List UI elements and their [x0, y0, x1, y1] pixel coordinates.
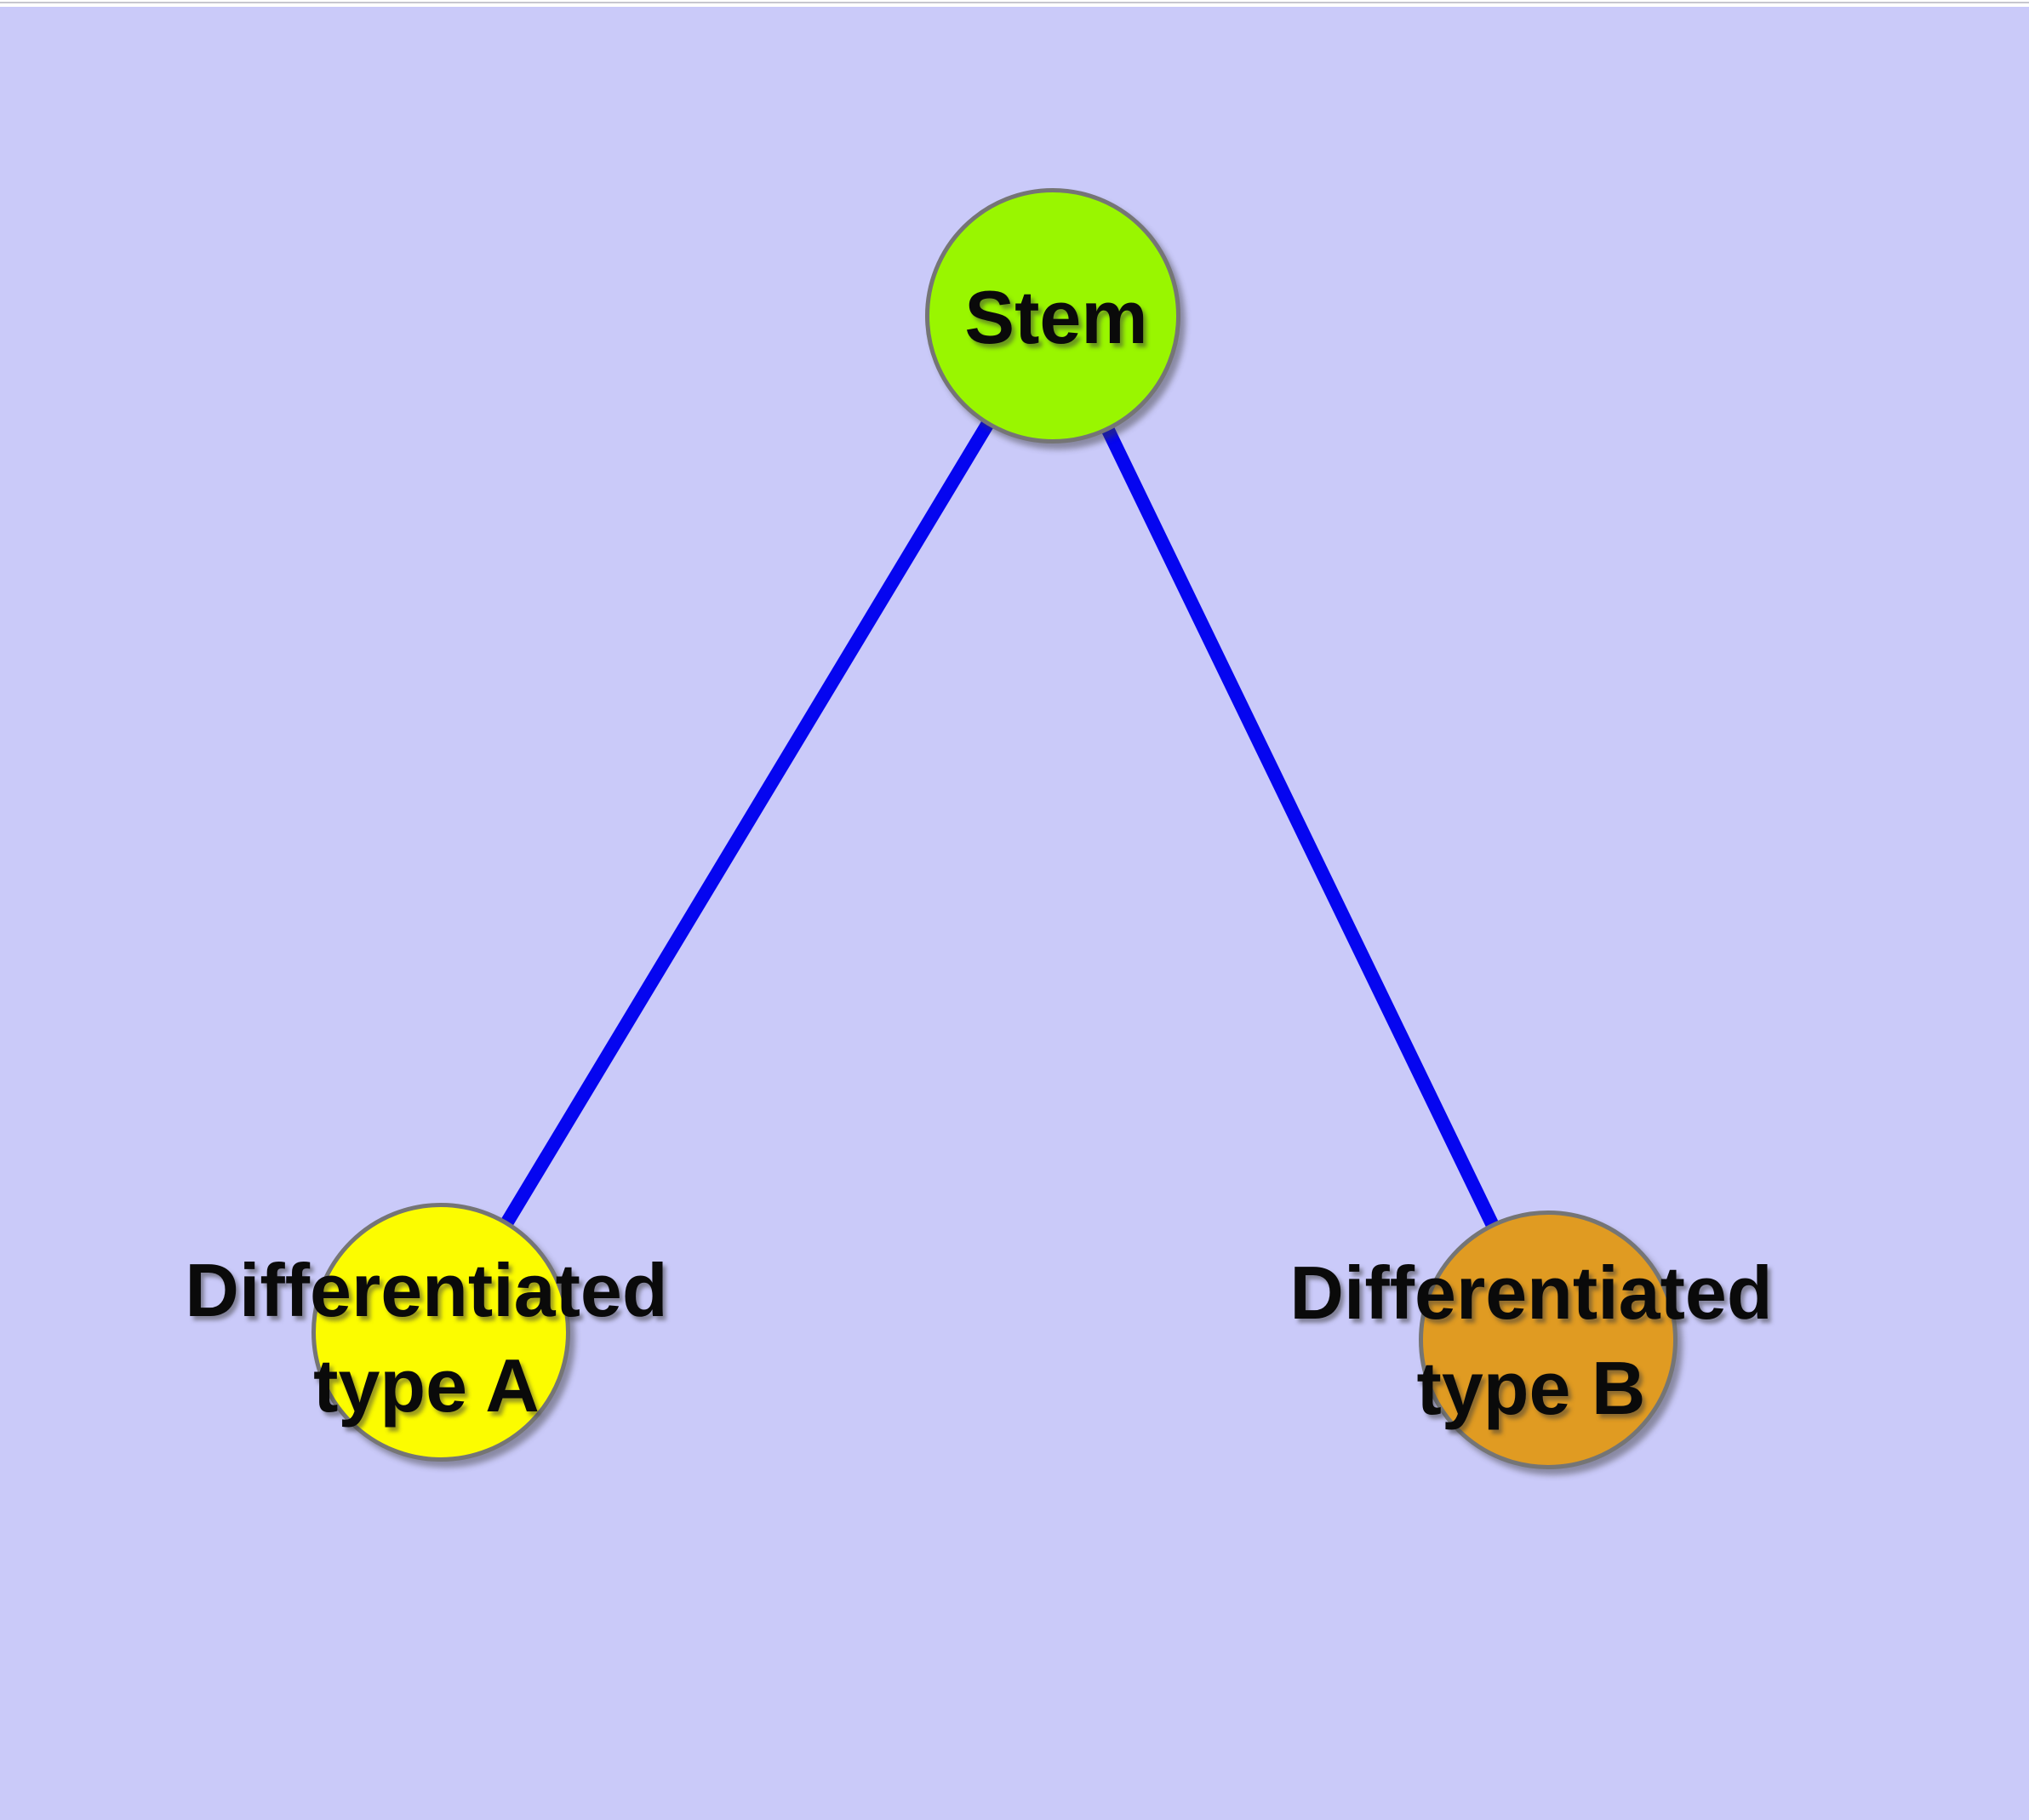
- edge-stem-to-type-b: [1046, 312, 1555, 1343]
- edge-stem-to-type-a: [435, 312, 1059, 1336]
- node-differentiated-type-a: [311, 1203, 570, 1462]
- node-stem: [925, 188, 1180, 444]
- node-label-text: Stem: [964, 275, 1148, 359]
- node-label-differentiated-type-b: Differentiated type B: [1289, 1245, 1772, 1436]
- node-label-text: type B: [1416, 1346, 1646, 1430]
- node-label-text: Differentiated: [1289, 1251, 1773, 1335]
- node-label-stem: Stem: [964, 270, 1147, 365]
- top-frame-hairline: [0, 2, 2029, 3]
- node-label-text: type A: [313, 1343, 540, 1428]
- node-differentiated-type-b: [1419, 1210, 1677, 1469]
- node-label-text: Differentiated: [185, 1248, 668, 1332]
- node-label-differentiated-type-a: Differentiated type A: [185, 1243, 667, 1434]
